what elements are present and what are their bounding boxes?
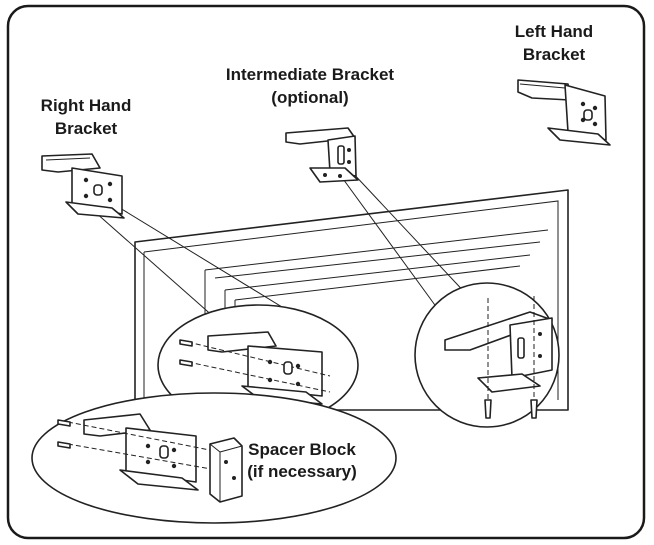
left-hand-bracket-label: Left Hand bbox=[515, 22, 593, 41]
spacer-block bbox=[209, 437, 243, 503]
intermediate-bracket-detail-callout bbox=[414, 282, 560, 428]
right-hand-bracket-label: Right Hand bbox=[41, 96, 132, 115]
spacer-block-label-line2: (if necessary) bbox=[247, 462, 357, 481]
intermediate-bracket bbox=[285, 127, 359, 183]
spacer-block-label: Spacer Block bbox=[248, 440, 356, 459]
left-hand-bracket-label-line2: Bracket bbox=[523, 45, 586, 64]
right-hand-bracket bbox=[41, 153, 125, 219]
left-hand-bracket bbox=[517, 79, 611, 146]
leader-lines bbox=[94, 169, 471, 319]
spacer-block-detail-callout bbox=[31, 392, 397, 524]
intermediate-bracket-label-line2: (optional) bbox=[271, 88, 348, 107]
intermediate-bracket-label: Intermediate Bracket bbox=[226, 65, 395, 84]
right-hand-bracket-label-line2: Bracket bbox=[55, 119, 118, 138]
